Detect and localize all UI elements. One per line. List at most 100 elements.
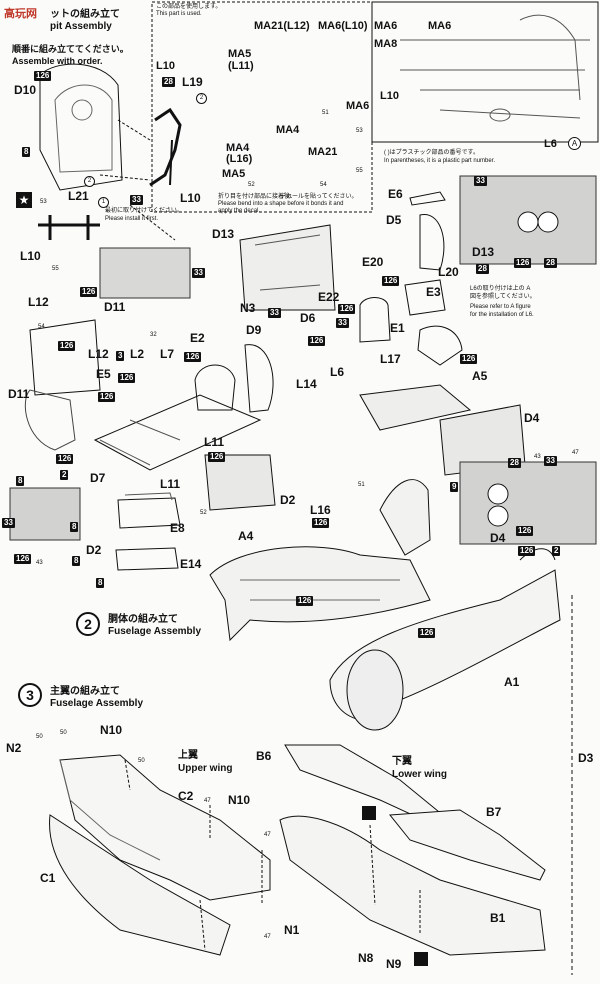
part-label-ma21: MA21 [308, 146, 338, 158]
part-number-badge: 126 [80, 287, 98, 297]
part-number: 53 [356, 128, 363, 134]
part-label-l21: L21 [68, 189, 89, 203]
part-label-d6: D6 [300, 311, 316, 325]
section-2-badge: 2 [76, 612, 100, 636]
part-number-badge: 126 [308, 336, 326, 346]
part-number-badge: 33 [474, 176, 487, 186]
part-number-badge: 126 [514, 258, 532, 268]
part-label-ma6-engine: MA6 [428, 20, 452, 32]
part-number-badge: 126 [460, 354, 478, 364]
part-number-badge: 126 [56, 454, 74, 464]
part-number-badge: 2 [552, 546, 561, 556]
part-number-badge: 126 [58, 341, 76, 351]
part-label-ma6-b: MA6 [346, 100, 370, 112]
part-label-a1: A1 [504, 675, 520, 689]
section-3-title-jp: 主翼の組み立て [50, 686, 120, 697]
part-number-badge: 8 [16, 476, 25, 486]
part-label-n3: N3 [240, 301, 256, 315]
part-label-ma6-l10: MA6(L10) [318, 20, 368, 32]
part-number: 51 [322, 110, 329, 116]
upper-wing-jp: 上翼 [178, 750, 198, 761]
part-number: 55 [356, 168, 363, 174]
part-label-n10: N10 [100, 723, 123, 737]
part-number-badge: 33 [2, 518, 15, 528]
section-2-title-en: Fuselage Assembly [108, 626, 202, 637]
part-label-e6: E6 [388, 187, 403, 201]
l6-note-jp: L6の取り付けは上の A [470, 286, 531, 292]
part-number-badge: 126 [98, 392, 116, 402]
part-label-l2: L2 [130, 347, 145, 361]
part-label-n8: N8 [358, 951, 374, 965]
part-number-badge: 126 [296, 596, 314, 606]
part-label-c1: C1 [40, 871, 56, 885]
part-number-badge: 8 [22, 147, 31, 157]
part-label-ma4-l16: (L16) [226, 153, 253, 165]
used-note-jp: この部品を使用します。 [156, 4, 222, 10]
part-label-b1: B1 [490, 911, 506, 925]
section-3-title-en: Fuselage Assembly [50, 698, 144, 709]
part-label-b6: B6 [256, 749, 272, 763]
drill-hole-icon [414, 952, 428, 966]
drill-hole-icon [362, 806, 376, 820]
part-number: 54 [320, 182, 327, 188]
part-label-a5: A5 [472, 369, 488, 383]
part-label-d11: D11 [104, 300, 126, 314]
part-number-badge: 126 [516, 526, 534, 536]
part-label-e8: E8 [170, 521, 185, 535]
part-label-n1: N1 [284, 923, 300, 937]
part-label-e1: E1 [390, 321, 405, 335]
watermark: 高玩网 [4, 8, 37, 20]
part-number-badge: 126 [338, 304, 356, 314]
part-label-e5: E5 [96, 367, 111, 381]
part-label-d13-b: D13 [212, 227, 235, 241]
plastic-note-en: In parentheses, it is a plastic part num… [384, 158, 496, 164]
decal-note-en2: apply the decal. [218, 208, 261, 214]
part-label-l14: L14 [296, 377, 317, 391]
part-label-l6-b: L6 [330, 365, 345, 379]
part-number: 50 [60, 730, 67, 736]
part-label-d5: D5 [386, 213, 402, 227]
part-label-l10: L10 [20, 249, 41, 263]
part-label-e14: E14 [180, 557, 202, 571]
part-number-badge: 8 [96, 578, 105, 588]
part-number-badge: 126 [14, 554, 32, 564]
part-label-e22: E22 [318, 290, 340, 304]
lower-wing-jp: 下翼 [392, 756, 412, 767]
decal-note-jp2: デカールを貼ってください。 [280, 194, 358, 200]
part-label-d13: D13 [472, 245, 495, 259]
part-label-l20: L20 [438, 265, 459, 279]
part-label-e20: E20 [362, 255, 384, 269]
decal-note-jp: 折り目を付け部品に接着後、 [218, 194, 297, 200]
part-number: 47 [264, 934, 271, 940]
part-label-l10: L10 [180, 191, 201, 205]
part-number: 50 [36, 734, 43, 740]
part-number-badge: 8 [72, 556, 81, 566]
part-label-c2: C2 [178, 789, 194, 803]
part-number: 43 [36, 560, 43, 566]
part-label-l12-b: L12 [88, 347, 109, 361]
part-label-l11-b: L11 [160, 477, 181, 491]
part-label-b7: B7 [486, 805, 502, 819]
part-number: 55 [52, 266, 59, 272]
part-label-d4-b: D4 [490, 531, 506, 545]
part-number-badge: 28 [476, 264, 489, 274]
part-label-e3: E3 [426, 285, 441, 299]
cockpit-title-jp: ットの組み立て [50, 9, 120, 20]
part-number-badge: 9 [450, 482, 459, 492]
part-number: 47 [572, 450, 579, 456]
used-note-en: This part is used. [156, 11, 202, 17]
part-number: 51 [358, 482, 365, 488]
part-number-badge: 33 [544, 456, 557, 466]
part-number-badge: 126 [184, 352, 202, 362]
part-label-l17: L17 [380, 352, 401, 366]
decal-note-en1: Please bend into a shape before it bonds… [218, 201, 344, 207]
part-label-e2: E2 [190, 331, 205, 345]
part-label-n2: N2 [6, 741, 22, 755]
part-number-badge: 3 [116, 351, 125, 361]
part-number-badge: 33 [268, 308, 281, 318]
part-number-badge: 28 [162, 77, 175, 87]
part-label-a4: A4 [238, 529, 254, 543]
part-label-d4: D4 [524, 411, 540, 425]
part-number-badge: 2 [60, 470, 69, 480]
